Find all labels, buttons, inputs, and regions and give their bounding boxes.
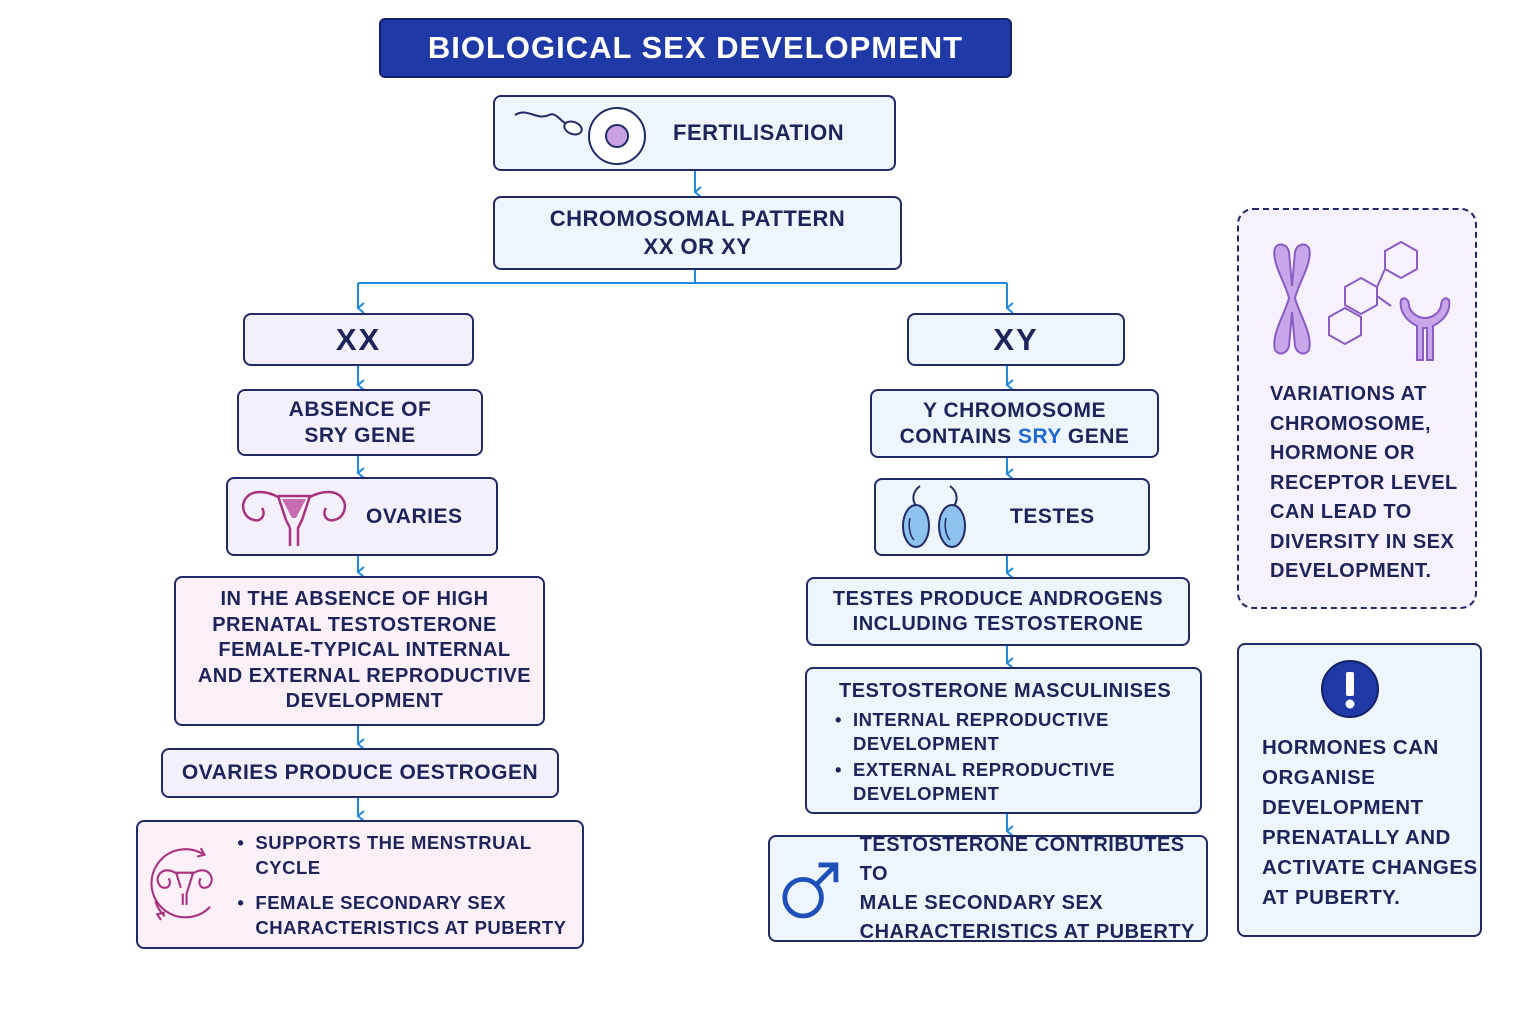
male-puberty-text: TESTOSTERONE CONTRIBUTES TO MALE SECONDA… <box>860 831 1206 947</box>
chromosomal-line1: CHROMOSOMAL PATTERN <box>549 206 846 231</box>
y-chromosome-line2: CONTAINS SRY GENE <box>900 424 1130 450</box>
female-prenatal-line3: FEMALE-TYPICAL INTERNAL <box>218 639 511 662</box>
variations-line5: CAN LEAD TO <box>1270 501 1412 523</box>
female-puberty-bullet1-text: SUPPORTS THE MENSTRUAL CYCLE <box>255 831 532 878</box>
xx-label: XX <box>335 321 382 357</box>
female-puberty-list: SUPPORTS THE MENSTRUAL CYCLE FEMALE SECO… <box>235 830 582 940</box>
female-puberty-box: SUPPORTS THE MENSTRUAL CYCLE FEMALE SECO… <box>136 820 584 949</box>
testes-androgens-line1: TESTES PRODUCE ANDROGENS <box>832 587 1164 610</box>
y-chromosome-sry-box: Y CHROMOSOME CONTAINS SRY GENE <box>870 389 1159 458</box>
female-prenatal-box: IN THE ABSENCE OF HIGH PRENATAL TESTOSTE… <box>174 576 545 726</box>
variations-panel: VARIATIONS AT CHROMOSOME, HORMONE OR REC… <box>1237 208 1477 609</box>
hormones-line2: ORGANISE <box>1262 766 1376 789</box>
female-puberty-bullet2-line1: FEMALE SECONDARY SEX <box>255 891 506 913</box>
testes-androgens-box: TESTES PRODUCE ANDROGENS INCLUDING TESTO… <box>806 577 1190 646</box>
variations-text: VARIATIONS AT CHROMOSOME, HORMONE OR REC… <box>1270 380 1458 587</box>
hormones-line4: PRENATALLY AND <box>1262 826 1451 849</box>
male-symbol-icon <box>782 862 839 918</box>
masculinises-bullet2-line1: EXTERNAL REPRODUCTIVE <box>853 759 1115 780</box>
variations-line3: HORMONE OR <box>1270 442 1415 464</box>
ovaries-box: OVARIES <box>226 477 498 556</box>
testes-androgens-line2: INCLUDING TESTOSTERONE <box>852 612 1144 635</box>
alert-icon <box>1321 660 1379 718</box>
testes-label: TESTES <box>1010 505 1095 528</box>
chromosomal-line2: XX OR XY <box>643 234 752 259</box>
masculinises-heading: TESTOSTERONE MASCULINISES <box>839 680 1172 702</box>
hormones-line3: DEVELOPMENT <box>1262 796 1424 819</box>
hormones-panel: HORMONES CAN ORGANISE DEVELOPMENT PRENAT… <box>1237 643 1482 937</box>
hormones-line5: ACTIVATE CHANGES <box>1262 856 1478 879</box>
hormones-line6: AT PUBERTY. <box>1262 886 1401 909</box>
y-chromosome-line2-pre: CONTAINS <box>899 424 1019 448</box>
absence-sry-line1: ABSENCE OF <box>288 397 432 421</box>
page-title: BIOLOGICAL SEX DEVELOPMENT <box>379 18 1012 78</box>
xy-box: XY <box>907 313 1125 366</box>
female-prenatal-line4: AND EXTERNAL REPRODUCTIVE <box>197 664 532 687</box>
male-puberty-line3: CHARACTERISTICS AT PUBERTY <box>859 920 1195 943</box>
y-chromosome-line1: Y CHROMOSOME <box>923 398 1106 422</box>
ovaries-oestrogen-box: OVARIES PRODUCE OESTROGEN <box>161 748 559 798</box>
hormones-text: HORMONES CAN ORGANISE DEVELOPMENT PRENAT… <box>1262 733 1478 913</box>
absence-sry-line2: SRY GENE <box>304 423 416 447</box>
uterus-cycle-icon <box>150 847 213 921</box>
variations-line6: DIVERSITY IN SEX <box>1270 530 1455 553</box>
female-puberty-bullet2: FEMALE SECONDARY SEX CHARACTERISTICS AT P… <box>235 890 582 940</box>
sperm-egg-icon <box>514 107 646 165</box>
molecule-icon <box>1328 240 1418 346</box>
masculinises-bullet1-line2: DEVELOPMENT <box>853 732 1000 754</box>
male-puberty-line2: MALE SECONDARY SEX <box>859 891 1104 914</box>
variations-line1: VARIATIONS AT <box>1270 383 1427 405</box>
sry-highlight: SRY <box>1018 424 1062 448</box>
uterus-icon <box>242 490 346 546</box>
variations-line4: RECEPTOR LEVEL <box>1270 471 1458 494</box>
xx-box: XX <box>243 313 474 366</box>
variations-line7: DEVELOPMENT. <box>1270 560 1432 582</box>
masculinises-bullet1-line1: INTERNAL REPRODUCTIVE <box>853 709 1109 730</box>
female-prenatal-line5: DEVELOPMENT <box>285 690 444 713</box>
testes-box: TESTES <box>874 478 1150 556</box>
male-puberty-line1: TESTOSTERONE CONTRIBUTES TO <box>859 833 1185 885</box>
variations-line2: CHROMOSOME, <box>1270 412 1432 435</box>
fertilisation-box: FERTILISATION <box>493 95 896 171</box>
masculinises-bullet2-line2: DEVELOPMENT <box>853 782 1000 804</box>
chromosomal-pattern-box: CHROMOSOMAL PATTERN XX OR XY <box>493 196 902 270</box>
masculinises-box: TESTOSTERONE MASCULINISES INTERNAL REPRO… <box>805 667 1202 814</box>
female-puberty-bullet2-line2: CHARACTERISTICS AT PUBERTY <box>255 916 567 938</box>
chromosome-icon <box>1273 243 1311 355</box>
fertilisation-label: FERTILISATION <box>673 120 845 145</box>
female-puberty-bullet1: SUPPORTS THE MENSTRUAL CYCLE <box>235 830 582 880</box>
hormones-line1: HORMONES CAN <box>1262 736 1439 759</box>
y-chromosome-line2-post: GENE <box>1061 424 1130 448</box>
female-prenatal-line1: IN THE ABSENCE OF HIGH <box>220 588 489 611</box>
testes-icon <box>902 485 966 548</box>
absence-sry-box: ABSENCE OF SRY GENE <box>237 389 483 456</box>
xy-label: XY <box>993 321 1039 357</box>
ovaries-oestrogen-label: OVARIES PRODUCE OESTROGEN <box>181 761 539 784</box>
female-prenatal-line2: PRENATAL TESTOSTERONE <box>212 613 497 636</box>
male-puberty-box: TESTOSTERONE CONTRIBUTES TO MALE SECONDA… <box>768 834 1208 943</box>
ovaries-label: OVARIES <box>366 504 463 528</box>
receptor-icon <box>1399 297 1451 361</box>
